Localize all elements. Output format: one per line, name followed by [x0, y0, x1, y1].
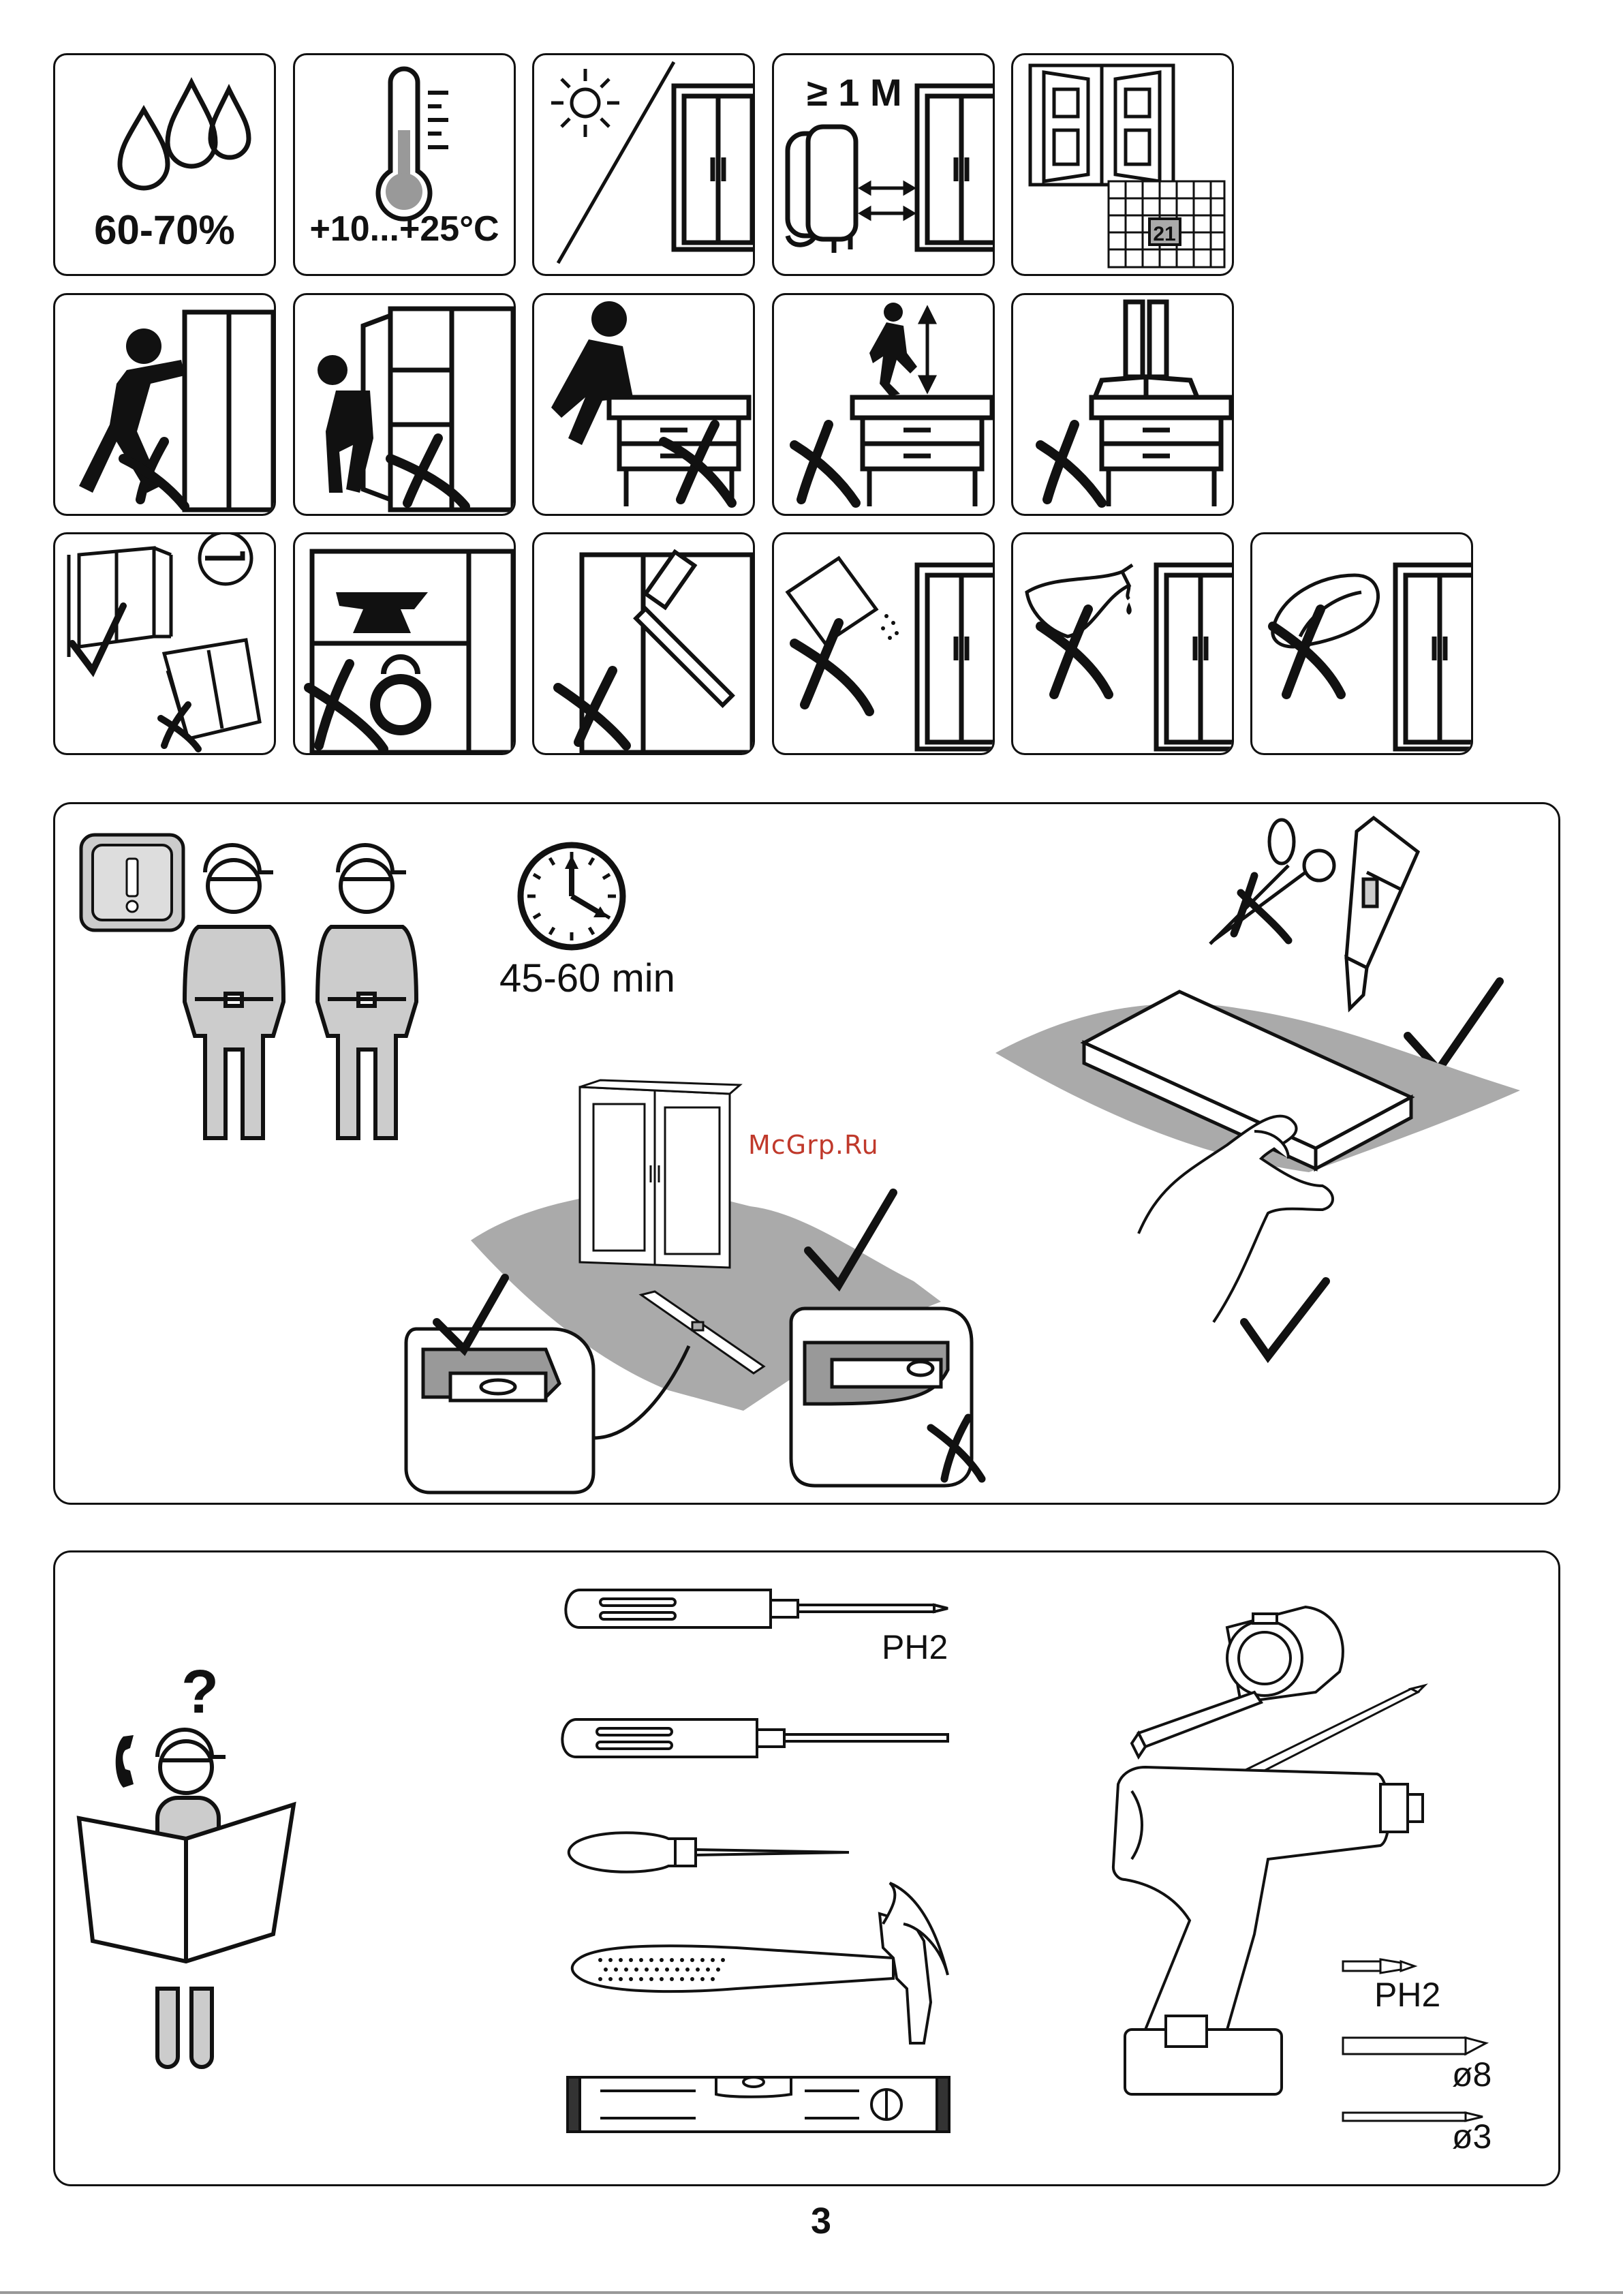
sun-icon — [551, 69, 619, 137]
cross-icon — [161, 705, 198, 749]
wall-anchor-tile — [53, 532, 276, 755]
temperature-label: +10...+25°C — [295, 209, 514, 249]
cross-icon — [664, 425, 732, 503]
person-icon — [869, 303, 917, 396]
worker-icon — [185, 845, 283, 1138]
worker-icon — [318, 845, 416, 1138]
cabinet-icon — [580, 1080, 740, 1268]
watermark: McGrp.Ru — [748, 1130, 879, 1160]
cross-icon — [1040, 609, 1109, 694]
hammer-icon — [636, 552, 732, 705]
drill-3-label: ø3 — [1452, 2117, 1491, 2156]
no-wet-cleaning-tile — [772, 532, 995, 755]
acclimatize-tile: 21 — [1011, 53, 1234, 276]
window-icon — [1030, 65, 1173, 185]
phone-icon — [116, 1735, 134, 1788]
kettlebell-icon — [370, 657, 431, 735]
duration-label: 45-60 min — [499, 955, 675, 1001]
no-liquid-tile — [1011, 532, 1234, 755]
calendar-day: 21 — [1153, 223, 1175, 245]
bottom-rule — [0, 2291, 1623, 2294]
spirit-level-icon — [568, 2077, 949, 2132]
cross-icon — [558, 671, 626, 746]
anvil-icon — [336, 592, 428, 633]
no-solvent-tile — [1250, 532, 1473, 755]
utility-knife-icon — [1346, 818, 1418, 1009]
drill-bit-label: PH2 — [1374, 1975, 1440, 2015]
awl-icon — [569, 1833, 849, 1872]
no-sit-drawer-tile — [532, 293, 755, 516]
page-number: 3 — [804, 2200, 838, 2242]
cabinet-icon — [917, 86, 993, 249]
no-stand-drawer-tile — [772, 293, 995, 516]
screwdriver-icon — [566, 1590, 948, 1627]
no-push-cabinet-tile — [53, 293, 276, 516]
tape-measure-icon — [1132, 1607, 1343, 1757]
level-bad-inset — [791, 1308, 972, 1486]
hammer-icon — [572, 1883, 948, 2043]
temperature-tile: +10...+25°C — [293, 53, 516, 276]
screwdriver-size-label: PH2 — [882, 1627, 948, 1667]
no-climb-cabinet-tile — [293, 293, 516, 516]
humidity-label: 60-70% — [55, 206, 274, 254]
radiator-distance-tile: ≥ 1 M — [772, 53, 995, 276]
no-stand-on-top-tile — [1011, 293, 1234, 516]
cross-icon — [794, 623, 869, 711]
cross-icon — [1040, 425, 1102, 503]
tools-panel: ? — [53, 1550, 1560, 2186]
assembly-panel: 45-60 min McGrp.Ru — [53, 802, 1560, 1505]
cabinet-icon — [674, 86, 753, 249]
distance-label: ≥ 1 M — [807, 70, 902, 114]
no-hammer-tile — [532, 532, 755, 755]
warning-notice-icon — [81, 835, 183, 930]
cross-icon — [794, 425, 856, 503]
svg-text:?: ? — [181, 1658, 219, 1726]
drill-8-label: ø8 — [1452, 2055, 1491, 2094]
question-icon: ? — [181, 1658, 219, 1726]
humidity-tile: 60-70% — [53, 53, 276, 276]
sunlight-tile — [532, 53, 755, 276]
screwdriver-icon — [562, 1719, 948, 1757]
no-heavy-load-tile — [293, 532, 516, 755]
clock-icon — [521, 845, 623, 947]
person-reading-icon — [79, 1730, 294, 2067]
radiator-icon — [788, 127, 856, 253]
